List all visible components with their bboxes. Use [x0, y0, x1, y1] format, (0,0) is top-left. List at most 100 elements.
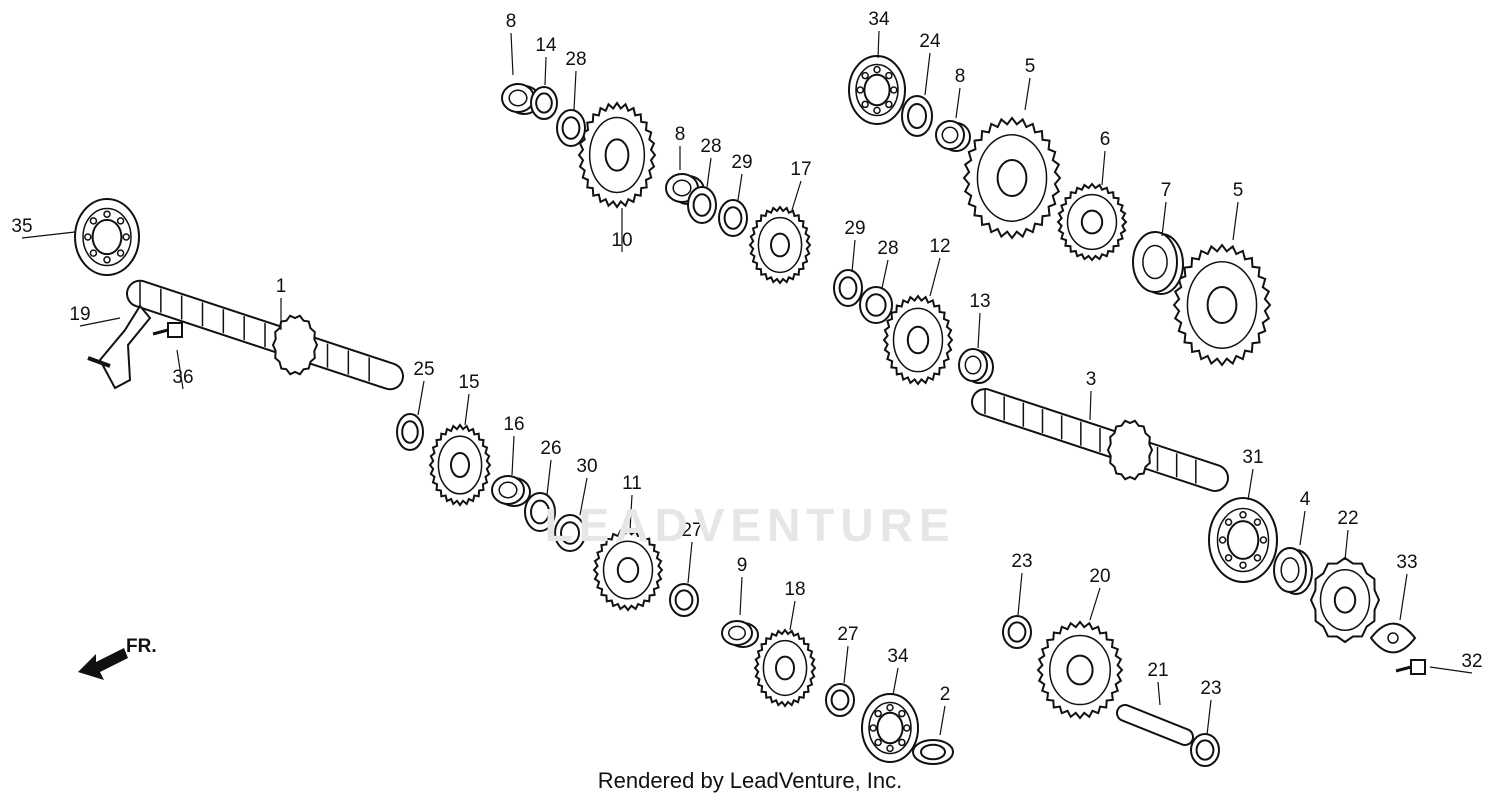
- callout-26: 26: [540, 438, 561, 459]
- part-30-clip: [554, 514, 586, 552]
- callout-22: 22: [1337, 508, 1358, 529]
- part-26-washer: [524, 492, 556, 532]
- part-23-washer: [1002, 615, 1032, 649]
- leader-line: [1232, 201, 1239, 241]
- part-34-bearing: [861, 693, 919, 763]
- leader-line: [1017, 572, 1023, 616]
- part-34-bearing: [848, 55, 906, 125]
- callout-36: 36: [172, 367, 193, 388]
- part-15-gear: [428, 423, 492, 507]
- part-33-plate: [1369, 622, 1417, 654]
- leader-line: [924, 52, 931, 96]
- callout-29: 29: [844, 218, 865, 239]
- leader-line: [464, 393, 470, 426]
- callout-33: 33: [1396, 552, 1417, 573]
- watermark: LEADVENTURE: [544, 499, 956, 551]
- part-20-gear: [1036, 620, 1124, 720]
- callout-1: 1: [276, 276, 287, 297]
- callout-32: 32: [1461, 651, 1482, 672]
- callout-29: 29: [731, 152, 752, 173]
- callout-9: 9: [737, 555, 748, 576]
- callout-27: 27: [681, 520, 702, 541]
- part-28-washer: [687, 186, 717, 224]
- part-23-washer: [1190, 733, 1220, 767]
- leader-line: [546, 459, 552, 496]
- part-18-gear: [753, 628, 817, 708]
- part-19-bracket: [87, 304, 152, 390]
- part-17-gear: [748, 205, 812, 285]
- leader-line: [789, 600, 796, 631]
- callout-28: 28: [700, 136, 721, 157]
- callout-31: 31: [1242, 447, 1263, 468]
- front-direction-label: FR.: [126, 636, 157, 657]
- leader-line: [881, 259, 889, 289]
- leader-line: [843, 645, 849, 684]
- callout-3: 3: [1086, 369, 1097, 390]
- callout-7: 7: [1161, 180, 1172, 201]
- callout-5: 5: [1025, 56, 1036, 77]
- part-6-gear: [1056, 182, 1128, 262]
- part-8-bushing: [935, 120, 971, 152]
- callout-24: 24: [919, 31, 941, 52]
- callout-18: 18: [784, 579, 805, 600]
- leader-line: [544, 56, 547, 86]
- callout-6: 6: [1100, 129, 1111, 150]
- callout-11: 11: [622, 473, 642, 494]
- callout-4: 4: [1300, 489, 1311, 510]
- callout-30: 30: [576, 456, 597, 477]
- leader-line: [629, 494, 633, 531]
- part-35-bearing: [74, 198, 140, 276]
- part-3-shaft: [971, 388, 1229, 492]
- callout-28: 28: [877, 238, 898, 259]
- callout-21: 21: [1147, 660, 1168, 681]
- leader-line: [1206, 699, 1212, 736]
- leader-line: [939, 705, 946, 736]
- front-direction-arrow: FR.: [78, 636, 157, 680]
- callout-8: 8: [675, 124, 686, 145]
- leader-line: [791, 180, 802, 211]
- leader-line: [706, 157, 712, 188]
- leader-line: [573, 70, 577, 111]
- part-29-clip: [718, 199, 748, 237]
- callout-34: 34: [868, 9, 890, 30]
- part-5-gear: [1172, 243, 1272, 367]
- credit-text: Rendered by LeadVenture, Inc.: [597, 768, 903, 793]
- part-10-gear: [577, 101, 657, 209]
- part-24-washer: [901, 95, 933, 137]
- leader-line: [1429, 666, 1473, 674]
- part-27-washer: [825, 683, 855, 717]
- leader-line: [1344, 529, 1349, 561]
- callout-23: 23: [1200, 678, 1221, 699]
- part-32-bolt: [1395, 659, 1426, 675]
- callout-20: 20: [1089, 566, 1110, 587]
- leader-line: [1399, 573, 1408, 621]
- part-27-washer: [669, 583, 699, 617]
- leader-line: [511, 435, 515, 476]
- leader-line: [877, 30, 880, 59]
- part-2-washer: [912, 739, 954, 765]
- leader-line: [1089, 587, 1101, 621]
- part-5-gear: [962, 116, 1062, 240]
- leader-line: [955, 87, 961, 119]
- leader-line: [977, 312, 981, 349]
- part-9-bushing: [721, 620, 759, 648]
- leader-line: [579, 477, 588, 516]
- part-36-bolt: [152, 322, 183, 338]
- callout-34: 34: [887, 646, 909, 667]
- callout-5: 5: [1233, 180, 1244, 201]
- callout-19: 19: [69, 304, 90, 325]
- leader-line: [1157, 681, 1161, 706]
- part-7-bushing: [1132, 231, 1184, 295]
- leader-line: [1089, 390, 1092, 421]
- callout-28: 28: [565, 49, 586, 70]
- part-14-washer: [530, 86, 558, 120]
- callout-16: 16: [503, 414, 524, 435]
- callout-23: 23: [1011, 551, 1032, 572]
- leader-line: [1161, 201, 1167, 237]
- leader-line: [1247, 468, 1254, 501]
- callout-13: 13: [969, 291, 990, 312]
- part-22-sprocket: [1309, 556, 1381, 644]
- part-29-clip: [833, 269, 863, 307]
- leader-line: [737, 173, 743, 201]
